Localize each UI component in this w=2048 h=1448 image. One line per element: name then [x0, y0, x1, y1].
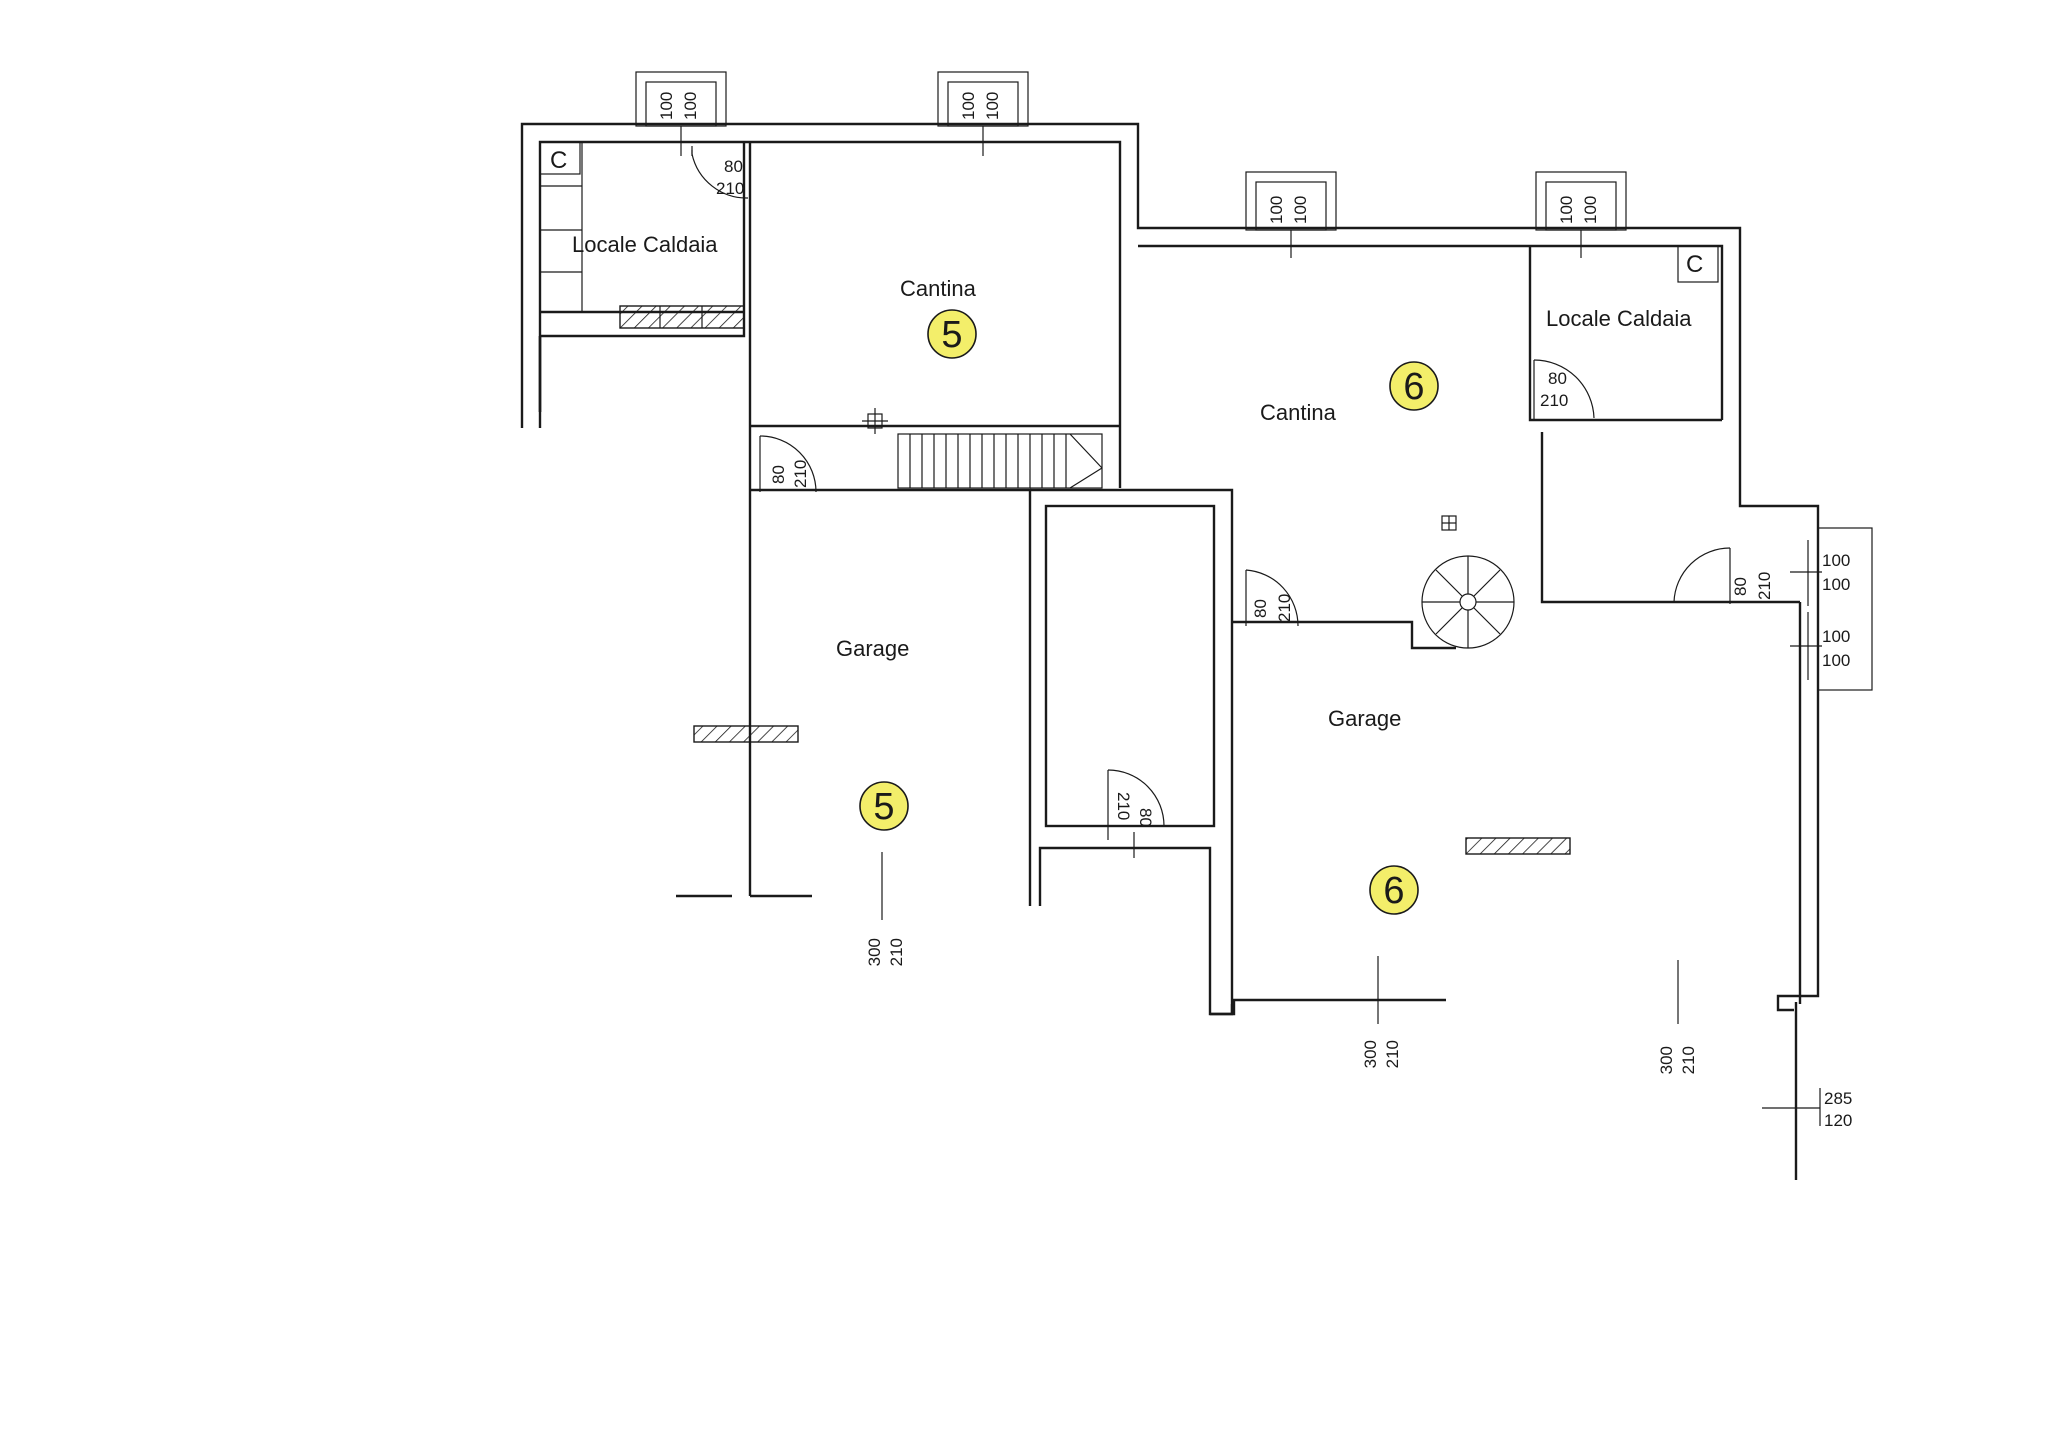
- wall-left-inner: [538, 140, 1122, 488]
- badge-label-garage-5: 5: [873, 786, 894, 828]
- drain-symbol-6: [1441, 515, 1457, 531]
- opening-e1: 285 120: [1762, 1088, 1852, 1130]
- wall-cantina-garage-5: [750, 488, 1032, 906]
- window-w4: 100 100: [1535, 171, 1627, 258]
- badge-label-cantina-5: 5: [941, 314, 962, 356]
- wall-partition-caldaia-5: [540, 142, 746, 338]
- door-d2-dim-a: 80: [769, 465, 788, 484]
- badge-label-garage-6: 6: [1383, 870, 1404, 912]
- garage-openings: 300 210 300 210 300 210 285 120: [865, 852, 1852, 1130]
- door-d1: 80 210: [691, 146, 749, 199]
- wall-closet-inner: [1044, 504, 1216, 828]
- door-d6: 80 210: [1673, 547, 1774, 604]
- garage-g3-dim-a: 300: [1657, 1046, 1676, 1074]
- caldaia-6-marker: C: [1686, 251, 1703, 278]
- door-d5-dim-a: 80: [1548, 369, 1567, 388]
- window-w1-dim-a: 100: [657, 92, 676, 120]
- room-label-cantina-6: Cantina: [1260, 400, 1337, 425]
- room-label-garage-6: Garage: [1328, 706, 1401, 731]
- wall-garage-6-bottom: [1210, 998, 1446, 1016]
- wall-right-room: [1540, 432, 1800, 604]
- door-d1-dim-a: 80: [724, 157, 743, 176]
- window-w5: 100 100: [1790, 540, 1850, 606]
- windows: 100 100 100 100 100 100 100 100: [635, 71, 1850, 680]
- door-d3-dim-b: 80: [1136, 808, 1155, 827]
- door-d1-dim-b: 210: [716, 179, 744, 198]
- unit-badge-cantina-5: 5: [927, 309, 977, 359]
- door-d6-dim-a: 80: [1731, 577, 1750, 596]
- window-w6-dim-a: 100: [1822, 627, 1850, 646]
- room-label-garage-5: Garage: [836, 636, 909, 661]
- opening-e1-dim-a: 285: [1824, 1089, 1852, 1108]
- door-d2-dim-b: 210: [791, 460, 810, 488]
- window-w2: 100 100: [937, 71, 1029, 156]
- window-w2-dim-a: 100: [959, 92, 978, 120]
- stairs-cantina-5: [897, 433, 1103, 489]
- doors: 80 210 80 210 210 80 80 210 80 210: [691, 146, 1774, 858]
- unit-badge-cantina-6: 6: [1389, 361, 1439, 411]
- caldaia-5-marker: C: [550, 147, 567, 174]
- wall-caldaia-6: [1528, 246, 1722, 422]
- garage-g2: 300 210: [1361, 956, 1402, 1068]
- drain-symbol-5: [862, 408, 888, 434]
- window-w3-dim-b: 100: [1291, 196, 1310, 224]
- door-d5: 80 210: [1533, 359, 1595, 420]
- stairs-spiral-6: [1421, 555, 1515, 649]
- window-w5-dim-a: 100: [1822, 551, 1850, 570]
- door-d4: 80 210: [1245, 569, 1299, 627]
- garage-g3-dim-b: 210: [1679, 1046, 1698, 1074]
- window-w6: 100 100: [1790, 612, 1850, 680]
- caldaia-6-marker-box: [1677, 245, 1719, 283]
- room-label-cantina-5: Cantina: [900, 276, 977, 301]
- unit-badge-garage-6: 6: [1369, 865, 1419, 915]
- wall-cantina-6: [1138, 244, 1724, 420]
- window-w3: 100 100: [1245, 171, 1337, 258]
- door-d3-dim-a: 210: [1114, 792, 1133, 820]
- garage-g3: 300 210: [1657, 960, 1698, 1074]
- door-d3: 210 80: [1107, 769, 1165, 858]
- garage-g2-dim-b: 210: [1383, 1040, 1402, 1068]
- window-w1: 100 100: [635, 71, 727, 156]
- garage-g1-dim-a: 300: [865, 938, 884, 966]
- garage-g1: 300 210: [865, 852, 906, 966]
- caldaia-5-marker-box: [539, 141, 581, 175]
- wall-closet-outer: [1030, 488, 1234, 1016]
- window-w5-dim-b: 100: [1822, 575, 1850, 594]
- door-d2: 80 210: [759, 435, 817, 493]
- east-window-frame: [1817, 527, 1873, 691]
- door-d5-dim-b: 210: [1540, 391, 1568, 410]
- window-w2-dim-b: 100: [983, 92, 1002, 120]
- room-label-locale-caldaia-6: Locale Caldaia: [1546, 306, 1692, 331]
- window-w6-dim-b: 100: [1822, 651, 1850, 670]
- window-w1-dim-b: 100: [681, 92, 700, 120]
- beam-garage-5: [693, 725, 799, 743]
- garage-g2-dim-a: 300: [1361, 1040, 1380, 1068]
- wall-left-outer: [520, 122, 1820, 1012]
- badge-label-cantina-6: 6: [1403, 366, 1424, 408]
- window-w3-dim-a: 100: [1267, 196, 1286, 224]
- caldaia-5-shelving: [540, 142, 703, 328]
- unit-badge-garage-5: 5: [859, 781, 909, 831]
- walls: [520, 122, 1873, 1180]
- beam-garage-6: [1465, 837, 1571, 855]
- door-d4-dim-a: 80: [1251, 599, 1270, 618]
- door-d4-dim-b: 210: [1275, 594, 1294, 622]
- garage-g1-dim-b: 210: [887, 938, 906, 966]
- opening-e1-dim-b: 120: [1824, 1111, 1852, 1130]
- window-w4-dim-a: 100: [1557, 196, 1576, 224]
- wall-cantina-6-b: [1232, 620, 1456, 650]
- door-d6-dim-b: 210: [1755, 572, 1774, 600]
- boiler-units-5: [619, 305, 745, 329]
- room-label-locale-caldaia-5: Locale Caldaia: [572, 232, 718, 257]
- window-w4-dim-b: 100: [1581, 196, 1600, 224]
